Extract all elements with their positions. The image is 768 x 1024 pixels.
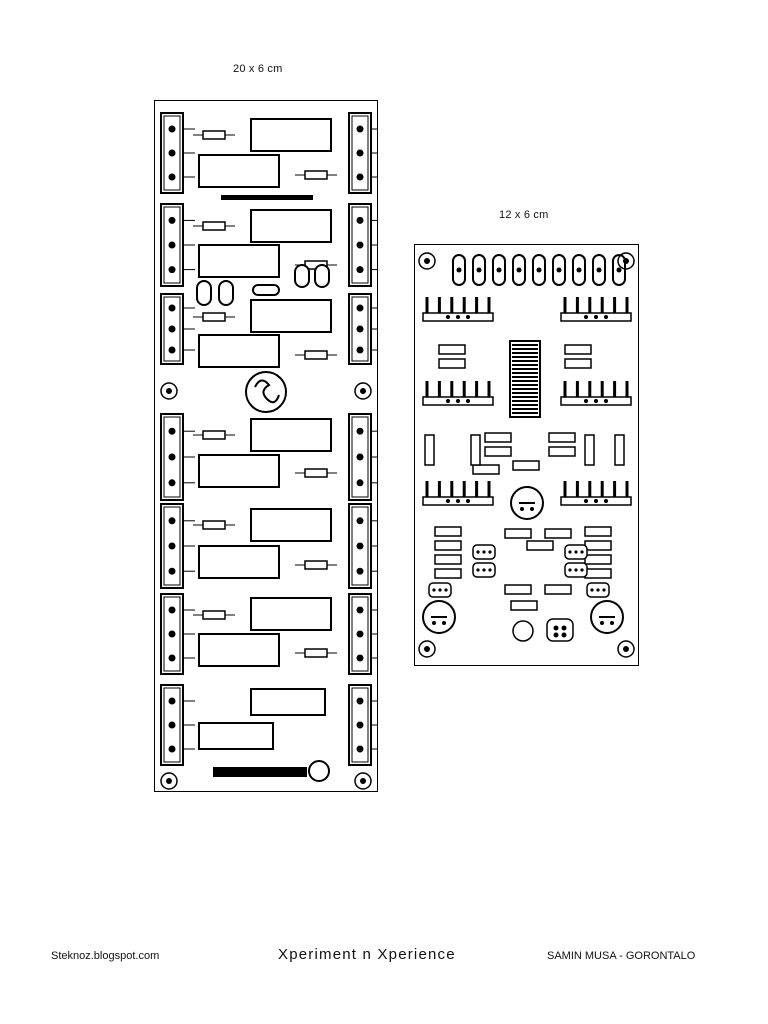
left-pcb-artwork <box>160 112 377 790</box>
right-pcb-artwork <box>418 252 635 658</box>
footer-website: Steknoz.blogspot.com <box>51 950 160 962</box>
left-pcb-board-image <box>154 100 378 792</box>
footer-slogan: Xperiment n Xperience <box>278 946 456 963</box>
left-board-size-caption: 20 x 6 cm <box>233 63 283 75</box>
right-board-size-caption: 12 x 6 cm <box>499 209 549 221</box>
right-pcb-board-image <box>414 244 639 666</box>
footer-author: SAMIN MUSA - GORONTALO <box>547 950 696 962</box>
